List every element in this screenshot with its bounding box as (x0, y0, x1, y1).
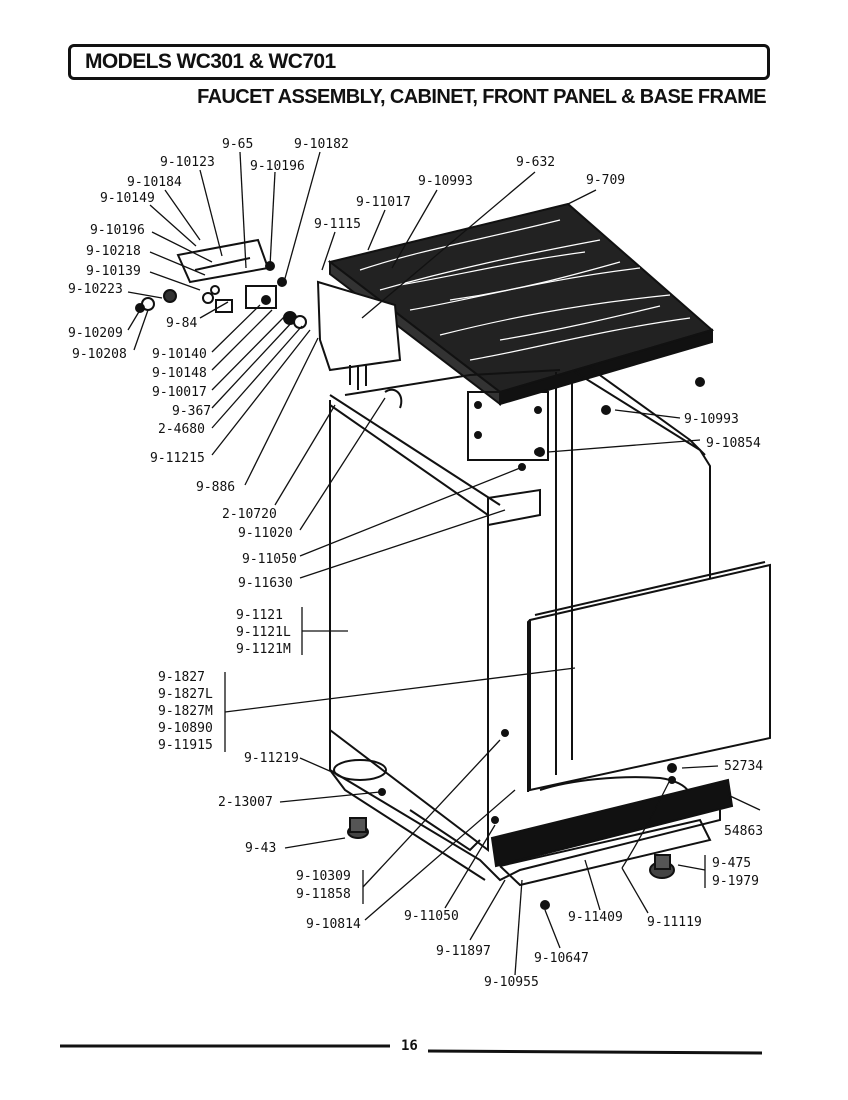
callout: 9-10993 (684, 412, 739, 427)
callout: 9-10890 (158, 721, 213, 736)
wood-grain (359, 219, 691, 361)
callout: 9-10223 (68, 282, 123, 297)
callout: 9-1121M (236, 642, 291, 657)
callout: 9-367 (172, 404, 211, 419)
callout: 9-10148 (152, 366, 207, 381)
callout: 9-1121L (236, 625, 291, 640)
callout: 9-10218 (86, 244, 141, 259)
callout: 9-1121 (236, 608, 283, 623)
callout: 9-11119 (647, 915, 702, 930)
callout: 9-10208 (72, 347, 127, 362)
callout: 9-10140 (152, 347, 207, 362)
callout: 9-11409 (568, 910, 623, 925)
callout: 9-10017 (152, 385, 207, 400)
callout: 9-886 (196, 480, 235, 495)
callout: 9-1115 (314, 217, 361, 232)
callout: 9-10184 (127, 175, 182, 190)
callout: 9-10196 (90, 223, 145, 238)
callout: 9-11050 (404, 909, 459, 924)
callout: 9-43 (245, 841, 276, 856)
callout: 9-11219 (244, 751, 299, 766)
callout: 9-10993 (418, 174, 473, 189)
callout: 9-1827M (158, 704, 213, 719)
cabinet-top (327, 202, 715, 394)
callout: 9-65 (222, 137, 253, 152)
callout: 9-11215 (150, 451, 205, 466)
callout: 9-10209 (68, 326, 123, 341)
callout: 9-10955 (484, 975, 539, 990)
cabinet-drawing (135, 202, 771, 910)
callout: 2-13007 (218, 795, 273, 810)
callout: 9-10196 (250, 159, 305, 174)
callout: 2-4680 (158, 422, 205, 437)
callout: 9-84 (166, 316, 197, 331)
callout: 9-1827L (158, 687, 213, 702)
callout: 9-10149 (100, 191, 155, 206)
leader-lines (127, 151, 761, 976)
callout: 9-10814 (306, 917, 361, 932)
title-box: MODELS WC301 & WC701 (68, 44, 770, 80)
callout: 9-1979 (712, 874, 759, 889)
callout: 9-475 (712, 856, 751, 871)
kick-plate (490, 778, 734, 868)
callout: 9-11017 (356, 195, 411, 210)
callout: 9-11630 (238, 576, 293, 591)
callout: 9-632 (516, 155, 555, 170)
callout: 52734 (724, 759, 763, 774)
callout: 54863 (724, 824, 763, 839)
callout: 9-11897 (436, 944, 491, 959)
callout: 9-10182 (294, 137, 349, 152)
callout: 9-10309 (296, 869, 351, 884)
callout-labels: 9-65 9-10182 9-10123 9-10196 9-10184 9-1… (68, 137, 763, 990)
page-subtitle: FAUCET ASSEMBLY, CABINET, FRONT PANEL & … (197, 86, 767, 108)
callout: 9-709 (586, 173, 625, 188)
callout: 9-10854 (706, 436, 761, 451)
callout: 9-11020 (238, 526, 293, 541)
callout: 9-1827 (158, 670, 205, 685)
front-panel (529, 563, 771, 792)
callout: 9-11915 (158, 738, 213, 753)
callout: 9-10647 (534, 951, 589, 966)
callout: 9-11858 (296, 887, 351, 902)
footer-rule (60, 1044, 763, 1055)
callout: 2-10720 (222, 507, 277, 522)
callout: 9-11050 (242, 552, 297, 567)
callout: 9-10123 (160, 155, 215, 170)
page-number: 16 (401, 1038, 418, 1054)
callout: 9-10139 (86, 264, 141, 279)
page-title: MODELS WC301 & WC701 (85, 50, 336, 73)
